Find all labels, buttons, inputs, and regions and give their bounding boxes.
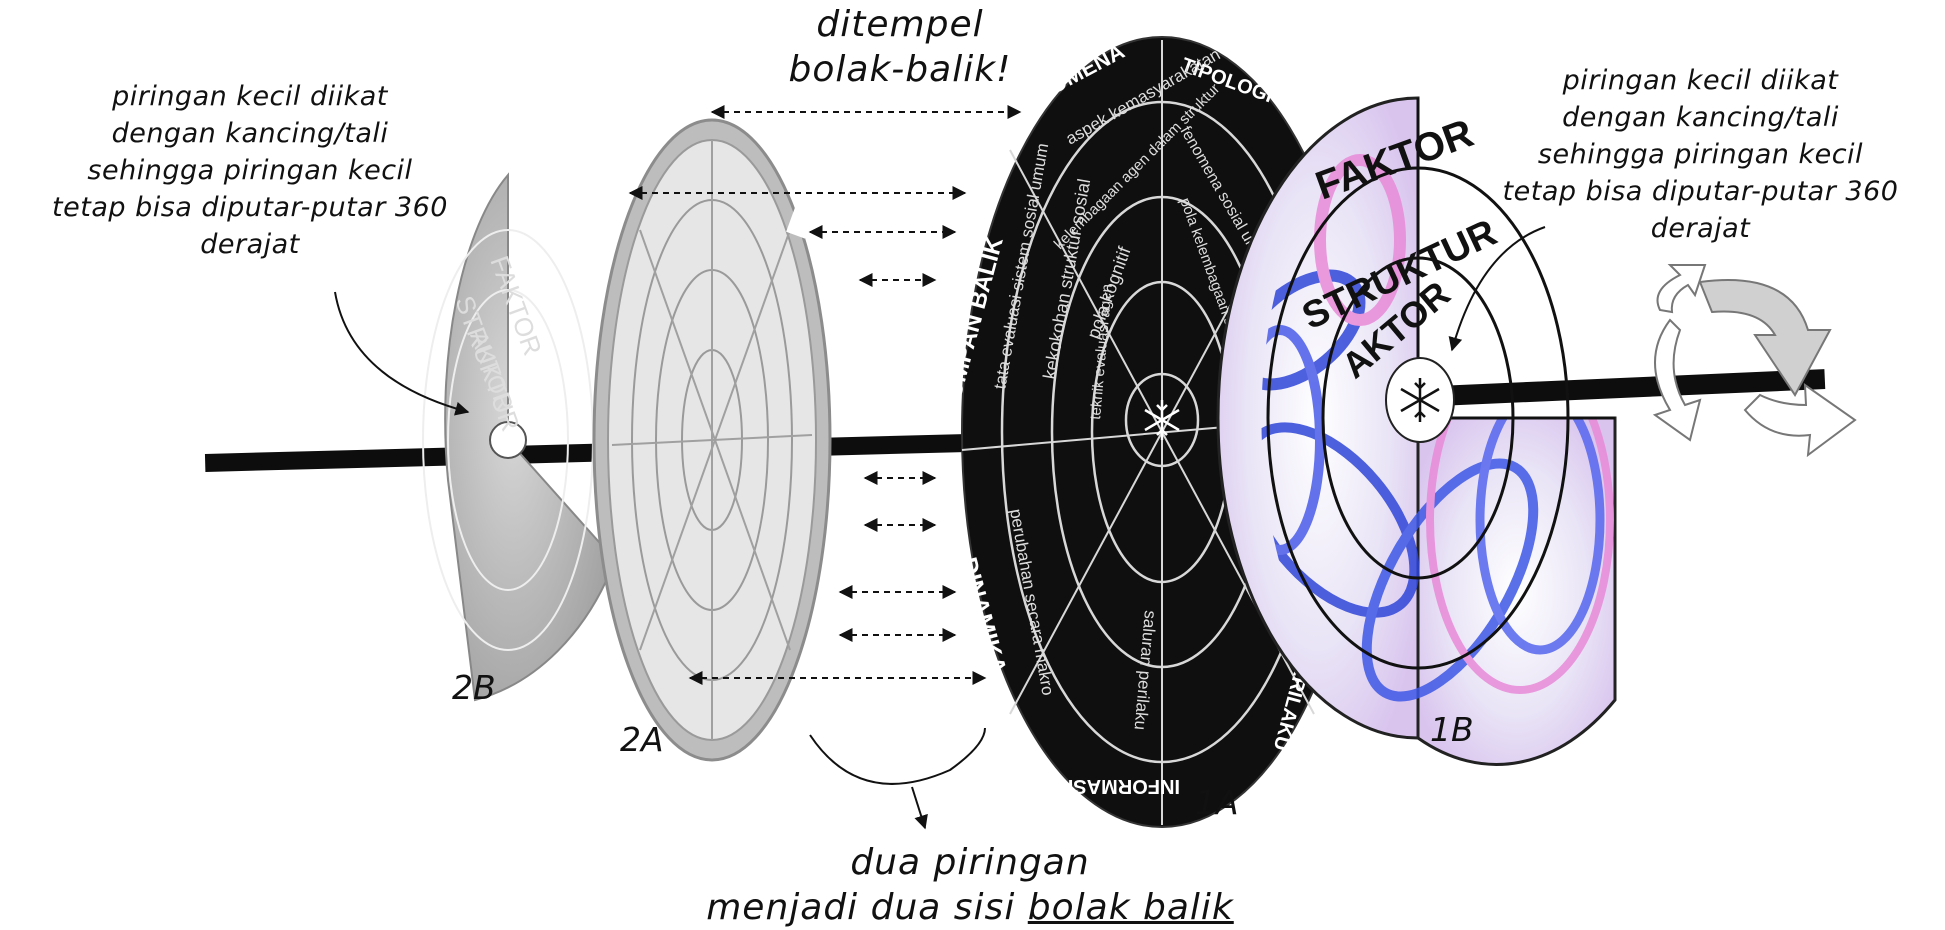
disc-2b-label: 2B: [452, 668, 496, 707]
top-note: ditempel bolak-balik!: [730, 2, 1070, 92]
right-note: piringan kecil diikat dengan kancing/tal…: [1458, 62, 1943, 247]
left-note: piringan kecil diikat dengan kancing/tal…: [0, 78, 500, 263]
rotate-arrows-icon: [1655, 265, 1855, 455]
pointer-arrow-bottom: [912, 787, 925, 828]
svg-text:INFORMASI: INFORMASI: [1068, 775, 1180, 797]
bottom-note: dua piringan menjadi dua sisi bolak bali…: [600, 840, 1340, 930]
disc-2a: [594, 120, 830, 760]
disc-1a-label: 1A: [1195, 783, 1239, 822]
disc-2a-label: 2A: [620, 720, 664, 759]
disc-1b-label: 1B: [1430, 710, 1474, 749]
bracket-curve: [810, 728, 985, 784]
